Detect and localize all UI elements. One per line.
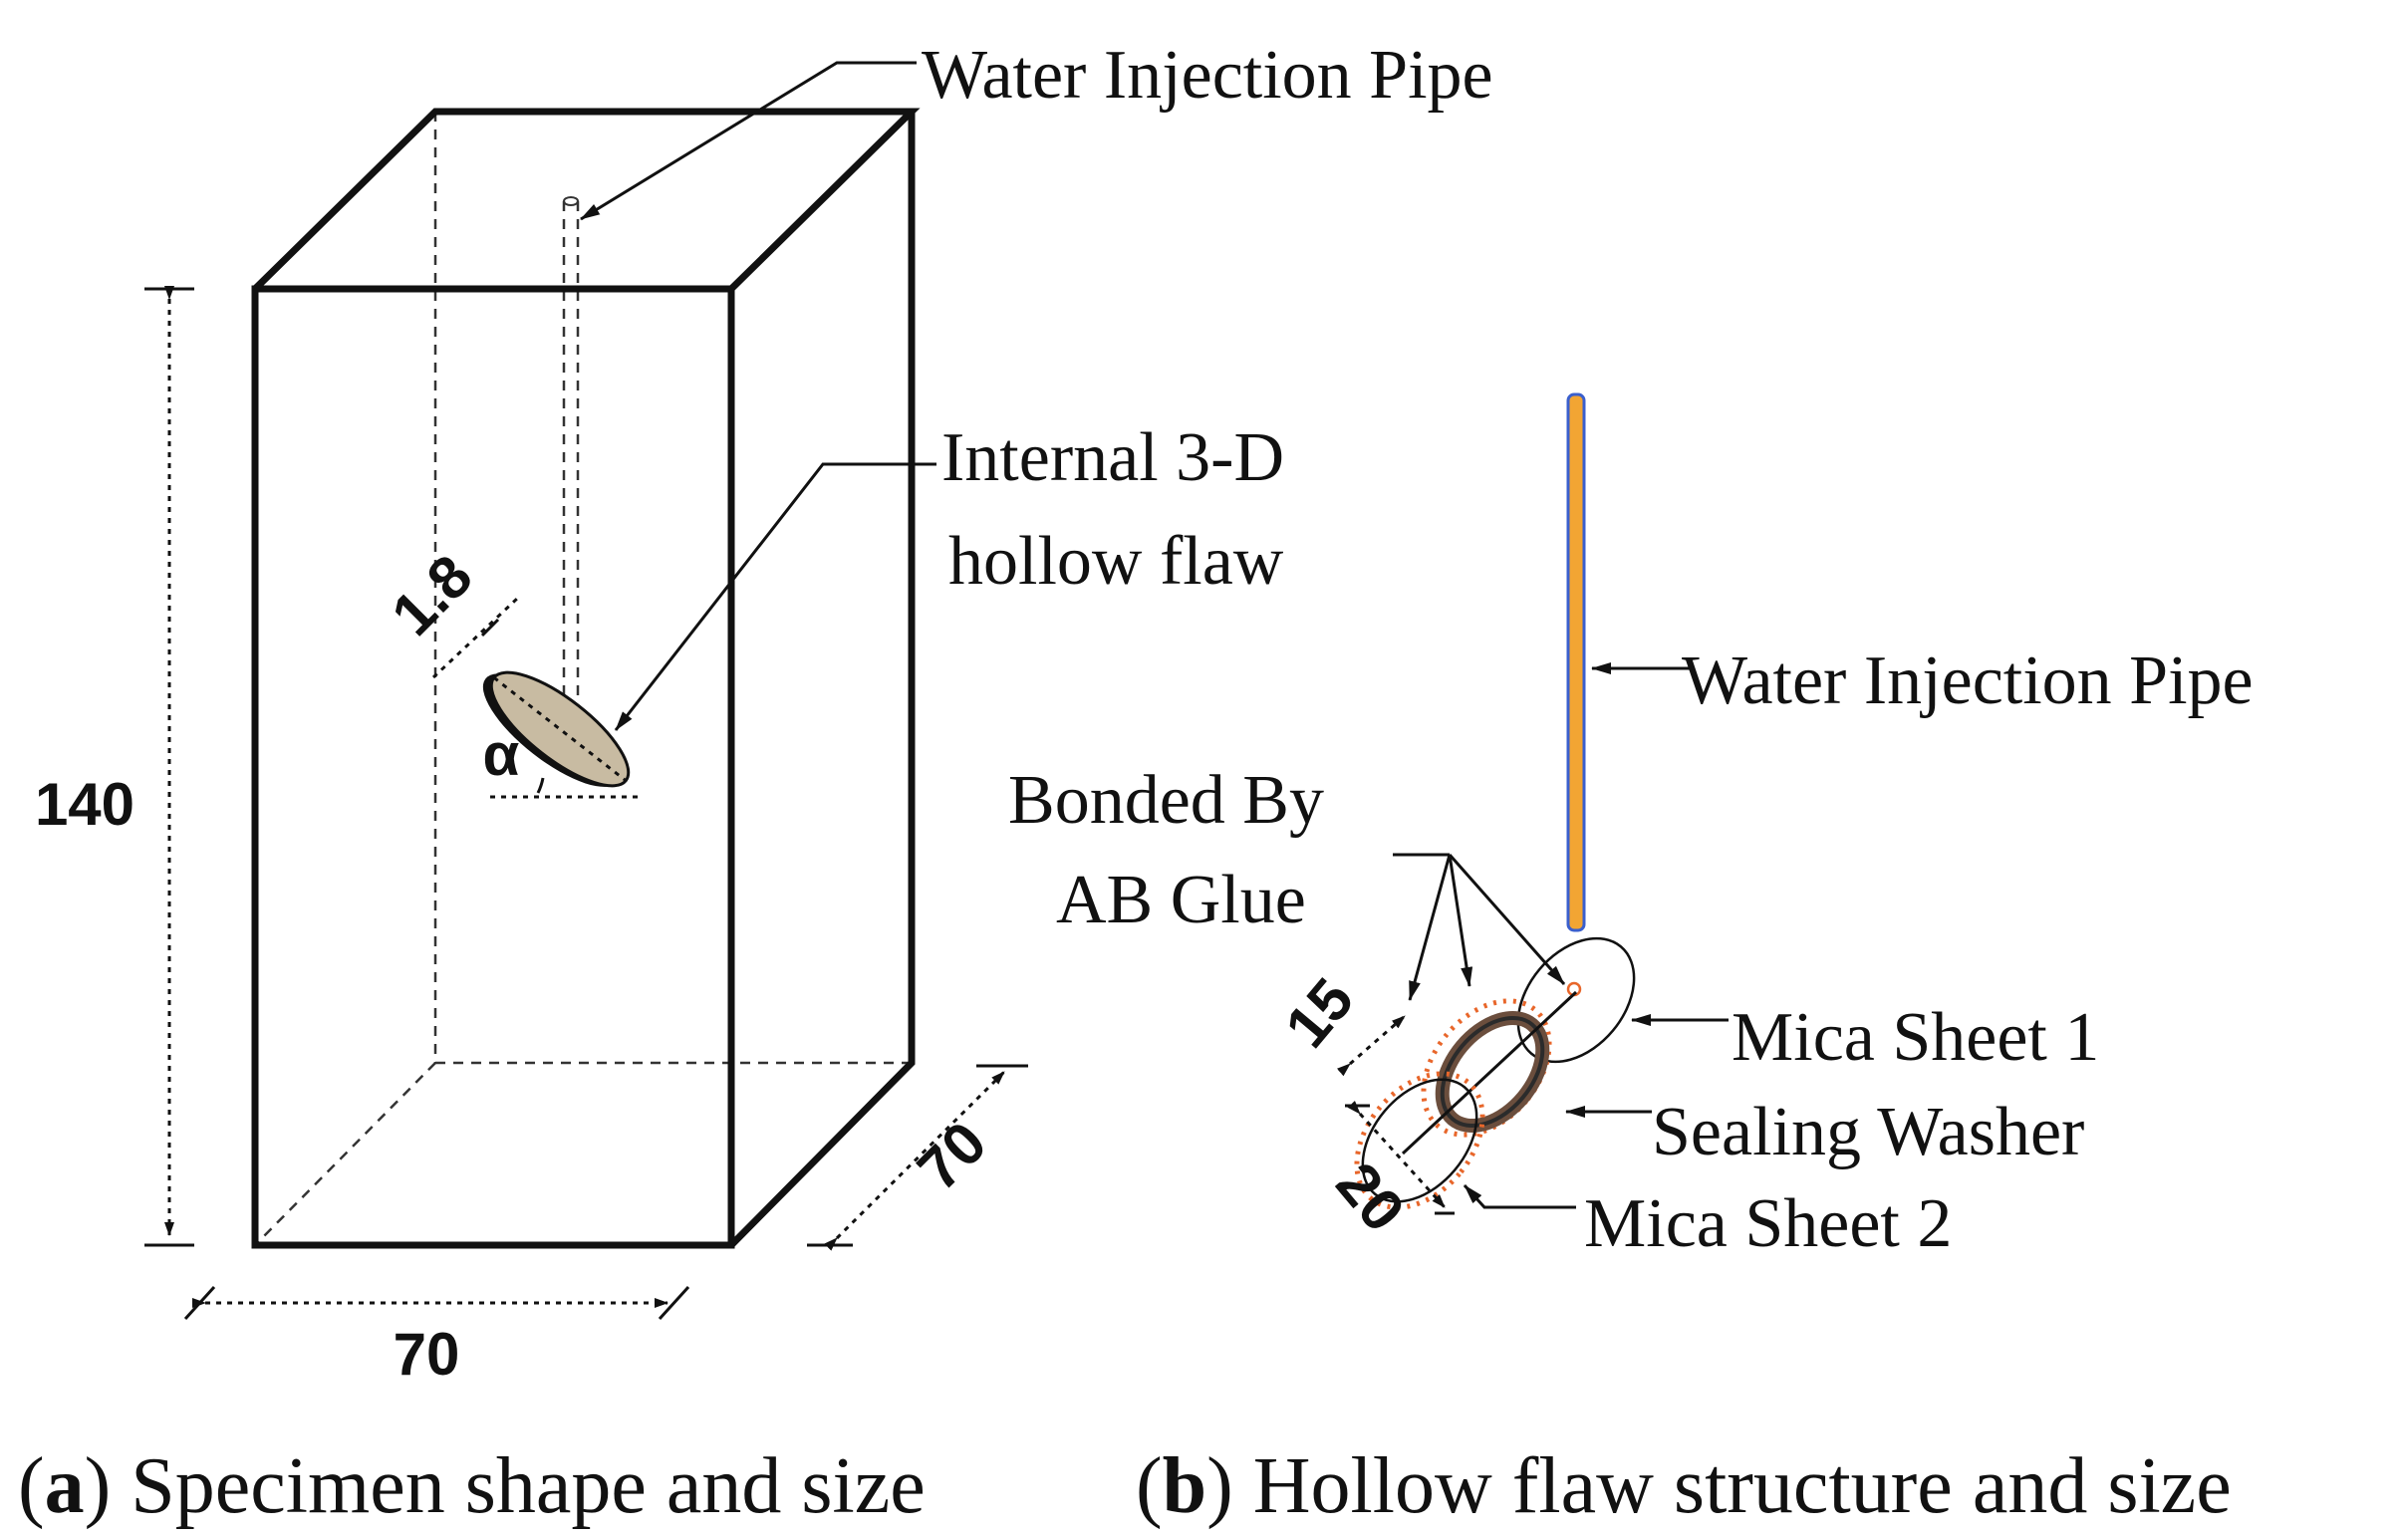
- angle-symbol: α: [483, 721, 520, 788]
- depth-value: 70: [905, 1109, 999, 1203]
- specimen-box: [251, 108, 921, 1249]
- caption-a-letter: a: [45, 1442, 85, 1530]
- caption-a-text: Specimen shape and size: [111, 1442, 926, 1530]
- bonded-label-line1: Bonded By: [1008, 762, 1324, 839]
- depth-dimension: 70: [807, 1064, 1028, 1251]
- height-value: 140: [35, 771, 134, 838]
- specimen-water-pipe: [562, 196, 580, 697]
- thickness-value: 1.8: [379, 542, 484, 647]
- flaw-structure-panel: Water Injection Pipe 15 20: [1008, 392, 2254, 1262]
- washer-label: Sealing Washer: [1652, 1094, 2084, 1170]
- hollow-flaw-disk: [482, 670, 631, 788]
- pipe-b-label: Water Injection Pipe: [1682, 642, 2254, 719]
- caption-b: (b) Hollow flaw structure and size: [1136, 1442, 2232, 1530]
- bonded-leader-2: [1448, 854, 1473, 987]
- flaw-label-line2: hollow flaw: [948, 523, 1284, 600]
- flaw-thickness-ext: [431, 596, 520, 679]
- specimen-panel: 140 70 70 1.8 α Water Injection Pipe Int…: [35, 37, 1493, 1388]
- mica2-leader: [1463, 1183, 1576, 1209]
- flaw-leader: [614, 462, 936, 731]
- mica-sheet-1: [1516, 936, 1636, 1064]
- height-dimension: 140: [35, 286, 194, 1247]
- bonded-leader-1: [1408, 854, 1452, 1001]
- mica2-label: Mica Sheet 2: [1584, 1185, 1952, 1262]
- injection-pipe: [1566, 392, 1586, 932]
- pipe-label: Water Injection Pipe: [922, 37, 1493, 114]
- pipe-leader: [580, 61, 917, 221]
- angle-arc: [536, 777, 545, 794]
- inner-value: 15: [1272, 966, 1366, 1060]
- bonded-leader-3: [1448, 854, 1566, 985]
- outer-value: 20: [1324, 1151, 1418, 1244]
- caption-a: (a) Specimen shape and size: [18, 1442, 926, 1530]
- inner-dimension: 15: [1272, 966, 1406, 1077]
- flaw-label-line1: Internal 3-D: [941, 419, 1284, 496]
- bonded-label-line2: AB Glue: [1056, 862, 1306, 938]
- mica1-label: Mica Sheet 1: [1732, 999, 2099, 1076]
- thickness-tick: [480, 618, 500, 638]
- caption-b-text: Hollow flaw structure and size: [1233, 1442, 2232, 1530]
- caption-b-letter: b: [1163, 1442, 1207, 1530]
- specimen-hidden-edges: [254, 112, 912, 1246]
- width-value: 70: [394, 1321, 460, 1388]
- width-dimension: 70: [183, 1285, 690, 1388]
